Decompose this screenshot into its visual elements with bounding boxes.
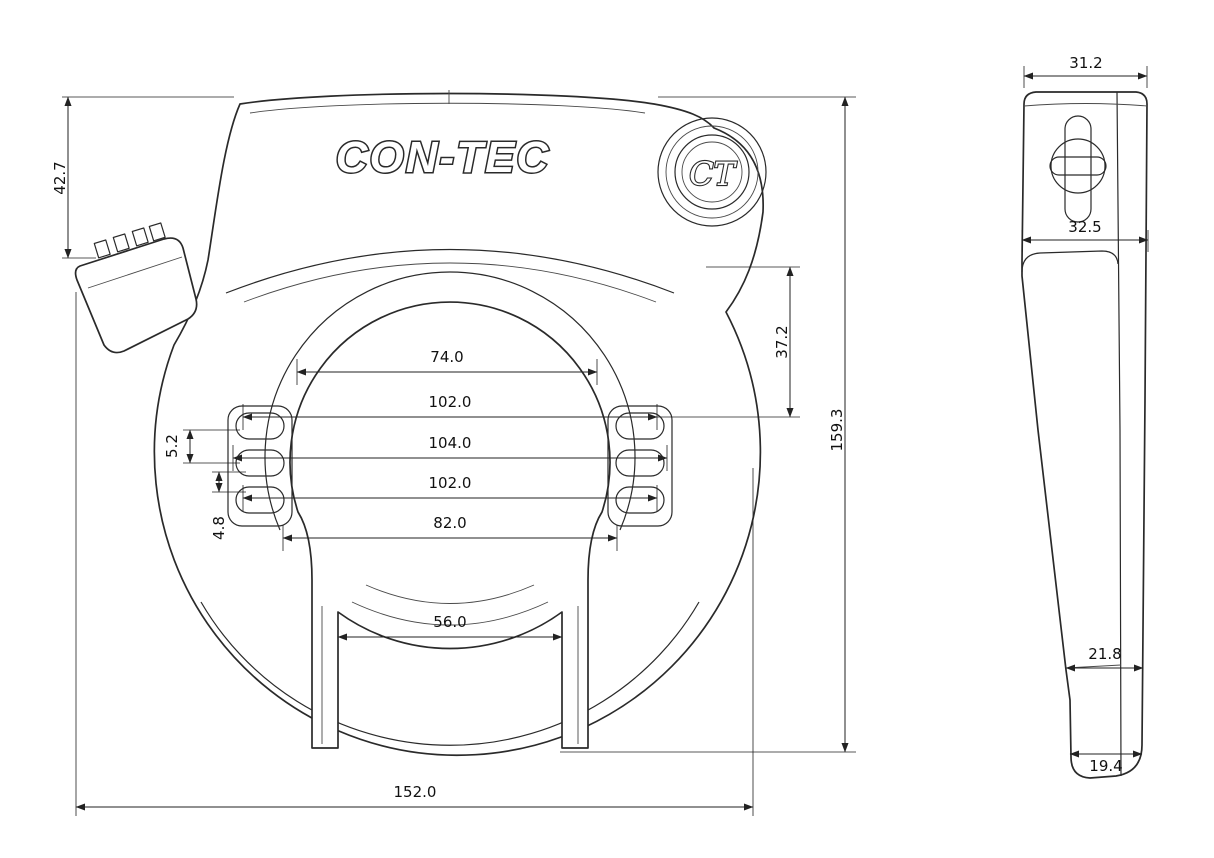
dim-label-104-0: 104.0 [429, 434, 472, 452]
dimension-31-2: 31.2 [1023, 54, 1148, 88]
dimension-56-0: 56.0 [337, 613, 563, 641]
dim-label-5-2: 5.2 [163, 434, 181, 458]
brand-logo: CON-TEC [336, 133, 550, 182]
dimension-82-0: 82.0 [282, 514, 618, 551]
guide-tab [235, 412, 285, 440]
side-cover-edge [1021, 250, 1119, 273]
guide-tab [615, 412, 665, 440]
dim-label-82-0: 82.0 [433, 514, 466, 532]
ring-outer-contour [200, 601, 700, 746]
dim-label-31-2: 31.2 [1069, 54, 1102, 72]
guide-tab [615, 449, 665, 477]
guide-tab-pocket-right [607, 405, 673, 527]
dimension-104-0: 104.0 [232, 434, 668, 471]
release-lever [74, 222, 198, 354]
dim-label-4-8: 4.8 [210, 516, 228, 540]
key-cylinder: CT [657, 117, 767, 227]
side-top-contour [1023, 103, 1148, 107]
dimension-19-4: 19.4 [1069, 750, 1143, 775]
dim-label-152-0: 152.0 [394, 783, 437, 801]
dim-label-102-0-lower: 102.0 [429, 474, 472, 492]
dim-label-159-3: 159.3 [828, 409, 846, 452]
dimension-37-2: 37.2 [657, 266, 800, 418]
housing-seam [225, 248, 675, 294]
key-logo: CT [689, 155, 737, 193]
dim-label-19-4: 19.4 [1089, 757, 1122, 775]
dimension-152-0: 152.0 [75, 292, 754, 816]
dimension-74-0: 74.0 [296, 348, 598, 385]
side-body-outline [1021, 91, 1148, 779]
lever-serration [93, 222, 166, 259]
dim-label-37-2: 37.2 [773, 325, 791, 358]
key-wing [1049, 156, 1107, 176]
dim-label-74-0: 74.0 [430, 348, 463, 366]
key-head [1064, 115, 1092, 223]
dimension-21-8: 21.8 [1065, 645, 1144, 672]
dimension-159-3: 159.3 [560, 96, 856, 753]
dimension-5-2: 5.2 [163, 429, 240, 464]
dim-label-32-5: 32.5 [1068, 218, 1101, 236]
dim-label-42-7: 42.7 [51, 161, 69, 194]
front-view: CT CON-TEC 42.7 74.0 [51, 90, 856, 816]
side-seam [1116, 91, 1122, 777]
side-view: 31.2 32.5 21.8 19.4 [1021, 54, 1149, 779]
dimension-32-5: 32.5 [1021, 218, 1149, 252]
bolt-edge [351, 601, 549, 626]
housing-seam-inner [243, 262, 657, 303]
key-section [1049, 115, 1107, 223]
bolt-edge-inner [365, 584, 535, 604]
dimension-102-0-lower: 102.0 [242, 474, 658, 511]
dimension-4-8: 4.8 [210, 471, 246, 540]
dimension-42-7: 42.7 [51, 96, 234, 259]
slot-inner-lines [321, 606, 579, 744]
key-ring [1050, 138, 1106, 194]
dim-label-56-0: 56.0 [433, 613, 466, 631]
dim-label-21-8: 21.8 [1088, 645, 1121, 663]
dim-label-102-0-upper: 102.0 [429, 393, 472, 411]
dimension-102-0-upper: 102.0 [242, 393, 658, 430]
